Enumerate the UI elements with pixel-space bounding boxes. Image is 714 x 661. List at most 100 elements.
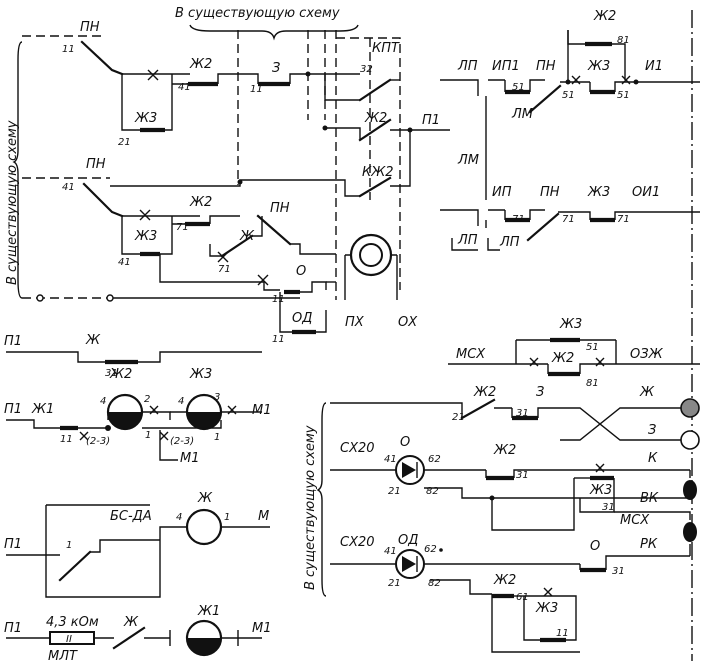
svg-text:82: 82 bbox=[426, 486, 439, 497]
svg-text:ЛП: ЛП bbox=[499, 235, 520, 250]
svg-text:41: 41 bbox=[118, 257, 131, 268]
svg-text:П1: П1 bbox=[4, 621, 22, 636]
svg-text:М: М bbox=[258, 509, 269, 524]
svg-text:81: 81 bbox=[586, 378, 599, 389]
svg-text:Ж3: Ж3 bbox=[134, 229, 157, 244]
svg-text:Ж3: Ж3 bbox=[535, 601, 558, 616]
svg-text:КЖ2: КЖ2 bbox=[362, 165, 394, 180]
svg-text:11: 11 bbox=[62, 44, 75, 55]
svg-text:Ж2: Ж2 bbox=[473, 385, 496, 400]
svg-text:11: 11 bbox=[272, 334, 285, 345]
svg-text:31: 31 bbox=[612, 566, 625, 577]
svg-text:Ж: Ж bbox=[123, 615, 139, 630]
svg-text:31: 31 bbox=[516, 408, 529, 419]
middle-left-circuit: П1 Ж 31 П1 Ж1 11 Ж2 4 2 (2-3) 1 М1 Ж3 4 … bbox=[4, 333, 272, 466]
top-title: В существующую схему bbox=[175, 6, 340, 21]
svg-text:11: 11 bbox=[556, 628, 569, 639]
svg-text:М1: М1 bbox=[252, 621, 272, 636]
ip-label: ИП bbox=[492, 185, 512, 200]
svg-text:1: 1 bbox=[145, 430, 151, 441]
resistor-value-label: 4,3 кОм bbox=[46, 615, 99, 630]
ozzh-label: ОЗЖ bbox=[630, 347, 664, 362]
svg-text:II: II bbox=[66, 634, 72, 645]
svg-text:41: 41 bbox=[384, 546, 397, 557]
resistor-symbol bbox=[49, 631, 95, 645]
bsda-label: БС-ДА bbox=[110, 509, 152, 524]
svg-text:Ж2: Ж2 bbox=[551, 351, 574, 366]
svg-text:М1: М1 bbox=[180, 451, 200, 466]
right-side-label: В существующую схему bbox=[303, 425, 318, 590]
svg-text:21: 21 bbox=[452, 412, 465, 423]
kpt-label: КПТ bbox=[372, 41, 400, 56]
svg-text:71: 71 bbox=[562, 214, 575, 225]
svg-text:31: 31 bbox=[516, 470, 529, 481]
svg-text:ЛП: ЛП bbox=[457, 233, 478, 248]
svg-text:11: 11 bbox=[250, 84, 263, 95]
svg-text:З: З bbox=[648, 423, 656, 438]
svg-text:51: 51 bbox=[617, 90, 630, 101]
bottom-left-circuit: Ж БС-ДА 4 1 М П1 1 П1 4,3 кОм МЛТ II Ж Ж… bbox=[4, 491, 272, 661]
svg-text:4: 4 bbox=[176, 512, 182, 523]
svg-text:71: 71 bbox=[218, 264, 231, 275]
top-right-circuit: Ж2 81 ЛП ИП1 ПН Ж3 И1 51 51 51 ЛМ ЛМ ИП … bbox=[440, 9, 700, 661]
px-terminal-label: ПХ bbox=[345, 315, 365, 330]
svg-text:41: 41 bbox=[384, 454, 397, 465]
oi1-label: ОИ1 bbox=[632, 185, 660, 200]
svg-text:71: 71 bbox=[512, 214, 525, 225]
svg-text:Ж3: Ж3 bbox=[589, 483, 612, 498]
lamp-zh-indicator bbox=[680, 398, 700, 418]
right-side-block: В существующую схему bbox=[303, 402, 327, 597]
svg-text:П1: П1 bbox=[4, 402, 22, 417]
ox-terminal-label: ОХ bbox=[398, 315, 418, 330]
svg-text:1: 1 bbox=[224, 512, 230, 523]
i1-label: И1 bbox=[645, 59, 663, 74]
svg-text:Ж: Ж bbox=[639, 385, 655, 400]
lm-label: ЛМ bbox=[511, 107, 533, 122]
svg-text:41: 41 bbox=[178, 82, 191, 93]
svg-text:51: 51 bbox=[512, 82, 525, 93]
top-title-block: В существующую схему bbox=[175, 6, 359, 41]
svg-text:1: 1 bbox=[66, 540, 72, 551]
svg-text:32: 32 bbox=[360, 64, 373, 75]
svg-text:71: 71 bbox=[176, 222, 189, 233]
svg-text:Ж3: Ж3 bbox=[559, 317, 582, 332]
svg-text:З: З bbox=[536, 385, 544, 400]
svg-text:Ж2: Ж2 bbox=[493, 573, 516, 588]
svg-text:31: 31 bbox=[602, 502, 615, 513]
top-title-brace bbox=[189, 24, 359, 41]
svg-text:31: 31 bbox=[105, 368, 118, 379]
svg-text:82: 82 bbox=[428, 578, 441, 589]
svg-text:К: К bbox=[648, 451, 658, 466]
rk-label: РК bbox=[640, 537, 658, 552]
relay-coil-zh bbox=[185, 508, 223, 546]
svg-text:Ж1: Ж1 bbox=[31, 402, 54, 417]
svg-text:3: 3 bbox=[214, 392, 220, 403]
svg-text:Ж1: Ж1 bbox=[197, 604, 220, 619]
svg-text:ЛМ: ЛМ bbox=[457, 153, 479, 168]
zh2-contact-label: Ж2 bbox=[189, 57, 212, 72]
svg-text:Ж3: Ж3 bbox=[587, 185, 610, 200]
svg-text:П1: П1 bbox=[4, 334, 22, 349]
svg-text:Ж: Ж bbox=[85, 333, 101, 348]
svg-text:Ж2: Ж2 bbox=[364, 111, 387, 126]
svg-text:Ж: Ж bbox=[239, 229, 255, 244]
svg-text:71: 71 bbox=[617, 214, 630, 225]
lamp-z-indicator bbox=[680, 430, 700, 450]
lp-label: ЛП bbox=[457, 59, 478, 74]
svg-text:11: 11 bbox=[60, 434, 73, 445]
svg-text:2: 2 bbox=[144, 394, 150, 405]
svg-text:М1: М1 bbox=[252, 403, 272, 418]
sx20-upper-label: СХ20 bbox=[340, 441, 375, 456]
od-contact-label: ОД bbox=[292, 311, 312, 326]
svg-text:21: 21 bbox=[118, 137, 131, 148]
svg-text:61: 61 bbox=[516, 592, 529, 603]
p1-terminal-label: П1 bbox=[422, 113, 440, 128]
svg-text:(2-3): (2-3) bbox=[86, 436, 110, 447]
svg-text:62: 62 bbox=[424, 544, 437, 555]
svg-text:ПН: ПН bbox=[86, 157, 106, 172]
ip1-label: ИП1 bbox=[492, 59, 520, 74]
resistor-type-label: МЛТ bbox=[48, 649, 78, 661]
bottom-right-circuit: Ж3 51 МСХ ОЗЖ Ж2 81 Ж2 З Ж 21 31 З СХ20 … bbox=[330, 317, 700, 653]
svg-text:21: 21 bbox=[388, 578, 401, 589]
